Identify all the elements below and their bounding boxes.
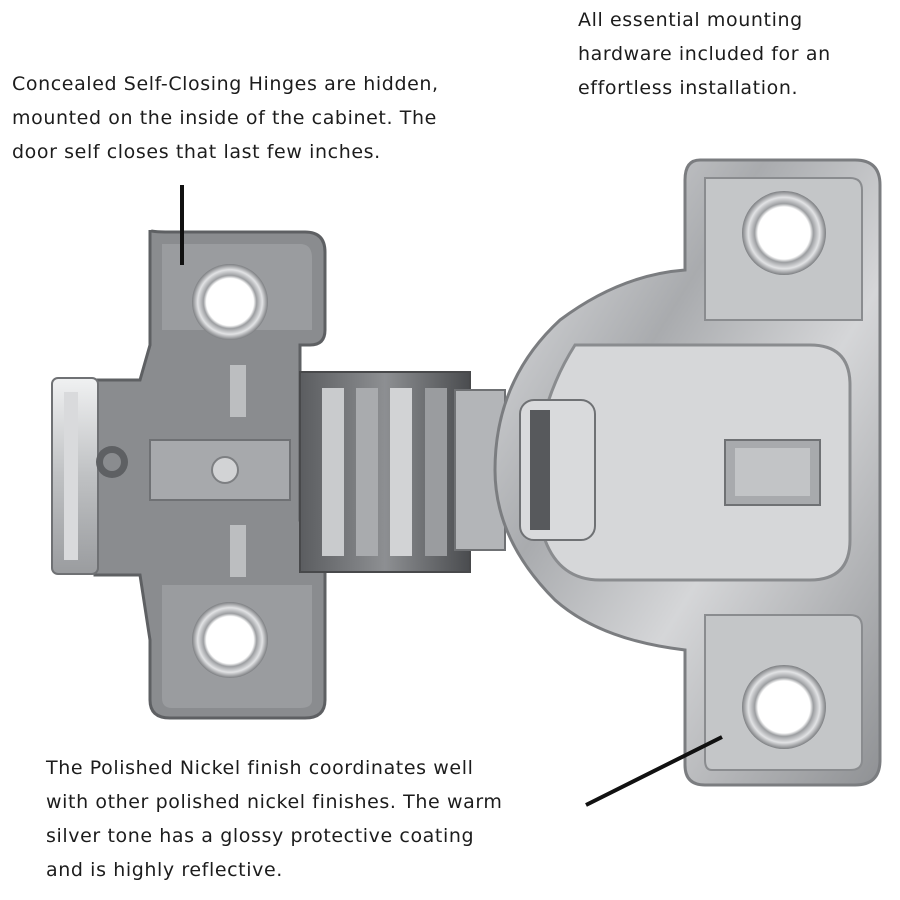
caption-line: The Polished Nickel finish coordinates w… (46, 757, 474, 779)
caption-concealed-hinges: Concealed Self-Closing Hinges are hidden… (12, 67, 439, 169)
caption-line: silver tone has a glossy protective coat… (46, 825, 475, 847)
caption-line: Concealed Self-Closing Hinges are hidden… (12, 73, 439, 95)
caption-line: with other polished nickel finishes. The… (46, 791, 503, 813)
caption-polished-nickel-finish: The Polished Nickel finish coordinates w… (46, 751, 503, 887)
caption-line: hardware included for an (578, 43, 831, 65)
pointer-line-bottom (585, 735, 723, 807)
mounting-plate (51, 229, 327, 720)
caption-line: door self closes that last few inches. (12, 141, 381, 163)
hinge-cup-plate (493, 158, 882, 787)
caption-line: effortless installation. (578, 77, 799, 99)
caption-line: All essential mounting (578, 9, 803, 31)
hinge-arm (299, 371, 506, 573)
caption-mounting-hardware: All essential mounting hardware included… (578, 3, 831, 105)
caption-line: and is highly reflective. (46, 859, 283, 881)
caption-line: mounted on the inside of the cabinet. Th… (12, 107, 437, 129)
